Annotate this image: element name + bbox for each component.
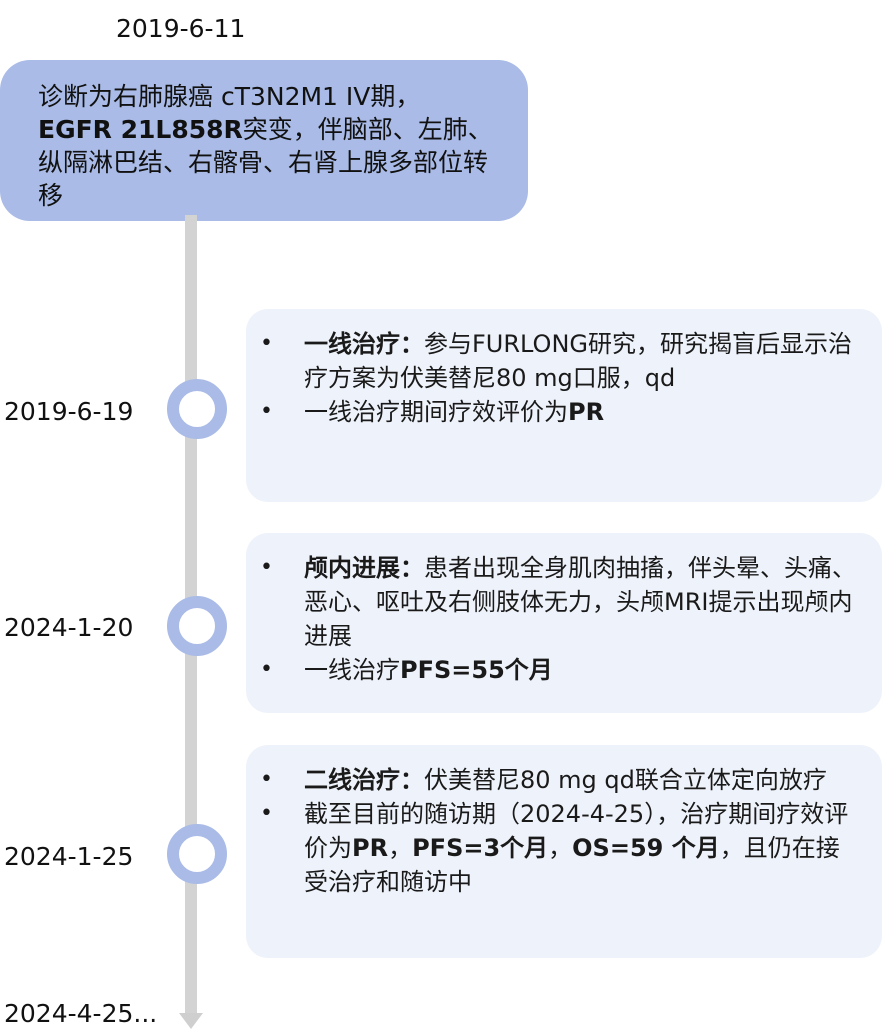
event1-b2-bold: PR xyxy=(568,398,605,426)
event2-bullet-1: 颅内进展：患者出现全身肌肉抽搐，伴头晕、头痛、恶心、呕吐及右侧肢体无力，头颅MR… xyxy=(260,551,862,653)
event3-b2-pr: PR xyxy=(352,834,389,862)
date-2024-4-25: 2024-4-25... xyxy=(4,999,158,1028)
event3-b2-sep1: ， xyxy=(388,834,413,862)
event2-b2-bold: PFS=55个月 xyxy=(400,656,553,684)
event3-b2-text1: 截至目前的随访期（2024-4-25），治疗期间疗效评价为 xyxy=(304,800,849,862)
diagnosis-line2: 突变，伴脑部、左肺、纵隔淋巴结、右髂骨、右肾上腺多部位转移 xyxy=(38,115,493,210)
event1-b2-text: 一线治疗期间疗效评价为 xyxy=(304,398,568,426)
event3-b2-pfs: PFS=3个月 xyxy=(412,834,549,862)
event3-b2-sep2: ， xyxy=(548,834,573,862)
event3-bullet-1: 二线治疗：伏美替尼80 mg qd联合立体定向放疗 xyxy=(260,763,862,797)
event1-bullet-1: 一线治疗：参与FURLONG研究，研究揭盲后显示治疗方案为伏美替尼80 mg口服… xyxy=(260,327,862,395)
event2-bold: 颅内进展： xyxy=(304,554,424,582)
date-2019-6-11: 2019-6-11 xyxy=(116,14,246,43)
event-card-first-line-treatment: 一线治疗：参与FURLONG研究，研究揭盲后显示治疗方案为伏美替尼80 mg口服… xyxy=(246,309,882,502)
event1-text: 参与FURLONG研究，研究揭盲后显示治疗方案为伏美替尼80 mg口服，qd xyxy=(304,330,853,392)
event3-bullet-2: 截至目前的随访期（2024-4-25），治疗期间疗效评价为PR，PFS=3个月，… xyxy=(260,797,862,899)
date-2024-1-20: 2024-1-20 xyxy=(4,613,134,642)
event-card-intracranial-progression: 颅内进展：患者出现全身肌肉抽搐，伴头晕、头痛、恶心、呕吐及右侧肢体无力，头颅MR… xyxy=(246,533,882,713)
timeline-marker-3 xyxy=(167,824,227,884)
event3-bold: 二线治疗： xyxy=(304,766,424,794)
event2-b2-text: 一线治疗 xyxy=(304,656,400,684)
event2-text: 患者出现全身肌肉抽搐，伴头晕、头痛、恶心、呕吐及右侧肢体无力，头颅MRI提示出现… xyxy=(304,554,856,650)
date-2019-6-19: 2019-6-19 xyxy=(4,397,134,426)
diagnosis-mutation: EGFR 21L858R xyxy=(38,115,243,144)
event2-bullet-2: 一线治疗PFS=55个月 xyxy=(260,653,862,687)
diagnosis-box: 诊断为右肺腺癌 cT3N2M1 IV期， EGFR 21L858R突变，伴脑部、… xyxy=(0,60,528,221)
timeline-arrow-head xyxy=(179,1013,203,1029)
event1-bold: 一线治疗： xyxy=(304,330,424,358)
timeline-marker-1 xyxy=(167,379,227,439)
event3-b2-text2: ，且仍在接受治疗和随访中 xyxy=(304,834,840,896)
event-card-second-line-treatment: 二线治疗：伏美替尼80 mg qd联合立体定向放疗 截至目前的随访期（2024-… xyxy=(246,745,882,958)
diagnosis-line1: 诊断为右肺腺癌 cT3N2M1 IV期， xyxy=(38,82,421,111)
date-2024-1-25: 2024-1-25 xyxy=(4,842,134,871)
timeline-marker-2 xyxy=(167,596,227,656)
event3-b2-os: OS=59 个月 xyxy=(572,834,720,862)
event1-bullet-2: 一线治疗期间疗效评价为PR xyxy=(260,395,862,429)
event3-text: 伏美替尼80 mg qd联合立体定向放疗 xyxy=(424,766,827,794)
